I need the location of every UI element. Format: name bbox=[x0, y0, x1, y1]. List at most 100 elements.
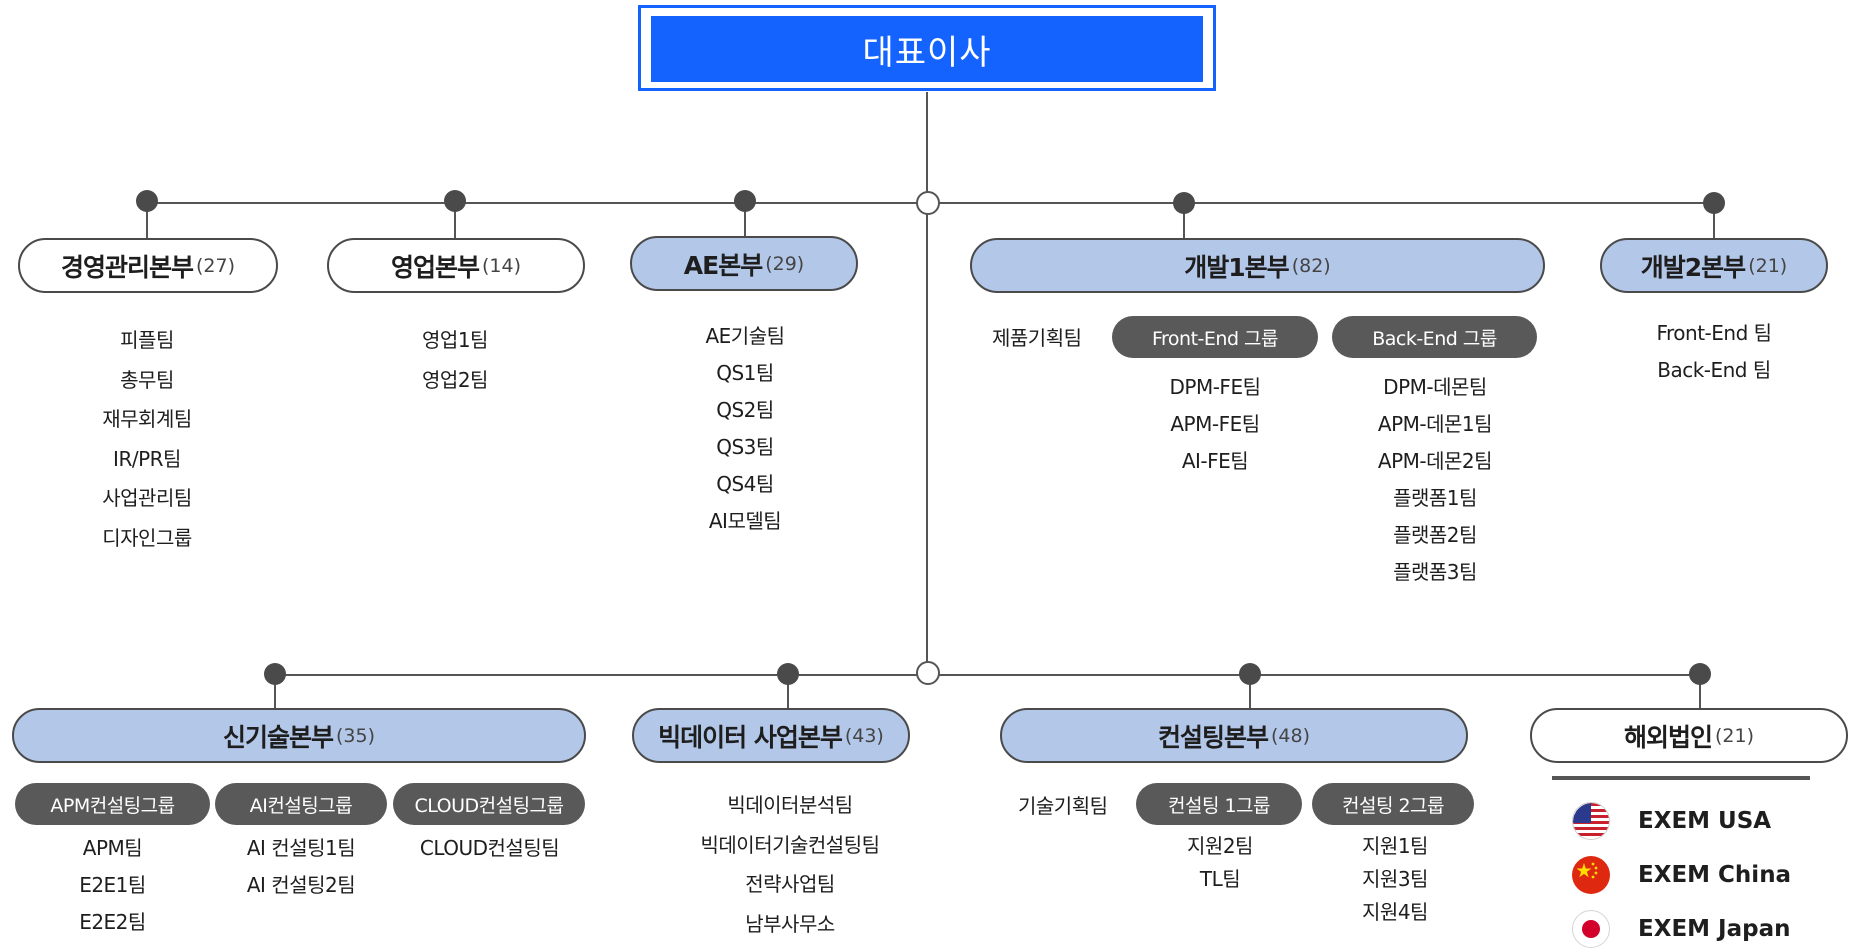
overseas-entity-usa: EXEM USA bbox=[1572, 802, 1771, 840]
list-item: APM-FE팀 bbox=[1170, 412, 1260, 436]
consulting-group-2: 컨설팅 2그룹 bbox=[1312, 783, 1474, 825]
list-item: DPM-데몬팀 bbox=[1383, 375, 1487, 399]
division-count: (21) bbox=[1715, 724, 1755, 747]
node-dot bbox=[1703, 192, 1725, 214]
node-dot bbox=[444, 190, 466, 212]
division-count: (29) bbox=[765, 252, 805, 275]
list-item: AE기술팀 bbox=[705, 324, 785, 348]
list-item: TL팀 bbox=[1199, 867, 1241, 891]
list-item: QS3팀 bbox=[716, 435, 774, 459]
node-dot bbox=[1173, 192, 1195, 214]
ae-team-list: AE기술팀 QS1팀 QS2팀 QS3팀 QS4팀 AI모델팀 bbox=[670, 318, 820, 540]
junction-circle bbox=[916, 191, 940, 215]
list-item: IR/PR팀 bbox=[113, 446, 181, 471]
division-name: 영업본부 bbox=[390, 252, 480, 282]
list-item: APM-데몬2팀 bbox=[1377, 449, 1493, 473]
list-item: AI모델팀 bbox=[708, 509, 782, 533]
list-item: 빅데이터기술컨설팅팀 bbox=[700, 832, 881, 857]
division-sales: 영업본부 (14) bbox=[327, 238, 585, 293]
newtech-apm-group: APM컨설팅그룹 bbox=[15, 783, 210, 825]
dev1-backend-team-list: DPM-데몬팀 APM-데몬1팀 APM-데몬2팀 플랫폼1팀 플랫폼2팀 플랫… bbox=[1345, 369, 1525, 591]
bigdata-team-list: 빅데이터분석팀 빅데이터기술컨설팅팀 전략사업팀 남부사무소 bbox=[665, 786, 915, 944]
japan-flag-icon bbox=[1572, 910, 1610, 948]
list-item: 영업2팀 bbox=[422, 367, 488, 392]
division-count: (82) bbox=[1291, 254, 1331, 277]
ceo-box: 대표이사 bbox=[651, 16, 1203, 82]
division-count: (21) bbox=[1748, 254, 1788, 277]
list-item: Back-End 팀 bbox=[1657, 358, 1771, 382]
overseas-divider bbox=[1552, 776, 1810, 780]
division-count: (14) bbox=[482, 254, 522, 277]
newtech-ai-group: AI컨설팅그룹 bbox=[215, 783, 387, 825]
node-dot bbox=[264, 663, 286, 685]
list-item: 디자인그룹 bbox=[102, 525, 192, 550]
list-item: CLOUD컨설팅팀 bbox=[419, 836, 560, 860]
division-name: 개발1본부 bbox=[1184, 252, 1289, 282]
node-dot bbox=[1239, 663, 1261, 685]
list-item: Front-End 팀 bbox=[1656, 321, 1772, 345]
list-item: AI-FE팀 bbox=[1181, 449, 1249, 473]
division-dev2: 개발2본부 (21) bbox=[1600, 238, 1828, 293]
overseas-entity-japan: EXEM Japan bbox=[1572, 910, 1791, 948]
junction-circle bbox=[916, 661, 940, 685]
dev1-frontend-team-list: DPM-FE팀 APM-FE팀 AI-FE팀 bbox=[1135, 369, 1295, 480]
list-item: QS1팀 bbox=[716, 361, 774, 385]
list-item: 플랫폼2팀 bbox=[1393, 523, 1477, 547]
list-item: APM-데몬1팀 bbox=[1377, 412, 1493, 436]
list-item: 피플팀 bbox=[120, 328, 174, 352]
list-item: DPM-FE팀 bbox=[1169, 375, 1261, 399]
list-item: 지원1팀 bbox=[1362, 834, 1428, 858]
division-new-tech: 신기술본부 (35) bbox=[12, 708, 586, 763]
list-item: 지원3팀 bbox=[1362, 867, 1428, 891]
list-item: E2E1팀 bbox=[79, 873, 146, 897]
newtech-cloud-group: CLOUD컨설팅그룹 bbox=[393, 783, 585, 825]
division-name: 개발2본부 bbox=[1640, 252, 1746, 282]
sales-team-list: 영업1팀 영업2팀 bbox=[395, 321, 515, 400]
division-count: (27) bbox=[196, 254, 236, 277]
division-overseas: 해외법인 (21) bbox=[1530, 708, 1848, 763]
newtech-cloud-team-list: CLOUD컨설팅팀 bbox=[402, 830, 577, 867]
division-count: (35) bbox=[336, 724, 376, 747]
entity-name: EXEM Japan bbox=[1638, 916, 1791, 942]
division-name: 해외법인 bbox=[1623, 722, 1713, 752]
division-name: 빅데이터 사업본부 bbox=[658, 722, 843, 752]
list-item: 지원2팀 bbox=[1187, 834, 1253, 858]
list-item: 지원4팀 bbox=[1362, 900, 1428, 924]
division-name: AE본부 bbox=[683, 250, 763, 280]
list-item: APM팀 bbox=[82, 836, 143, 860]
china-flag-icon bbox=[1572, 856, 1610, 894]
list-item: 빅데이터분석팀 bbox=[727, 793, 853, 817]
list-item: AI 컨설팅2팀 bbox=[246, 873, 356, 897]
division-name: 경영관리본부 bbox=[60, 252, 194, 282]
consulting-group-1-team-list: 지원2팀 TL팀 bbox=[1160, 830, 1280, 896]
dev1-backend-group: Back-End 그룹 bbox=[1332, 316, 1537, 358]
division-management: 경영관리본부 (27) bbox=[18, 238, 278, 293]
list-item: 재무회계팀 bbox=[102, 407, 192, 431]
dev2-team-list: Front-End 팀 Back-End 팀 bbox=[1634, 315, 1794, 389]
node-dot bbox=[136, 190, 158, 212]
overseas-entity-china: EXEM China bbox=[1572, 856, 1791, 894]
division-bigdata: 빅데이터 사업본부 (43) bbox=[632, 708, 910, 763]
us-flag-icon bbox=[1572, 802, 1610, 840]
list-item: 플랫폼3팀 bbox=[1393, 560, 1477, 584]
dev1-frontend-group: Front-End 그룹 bbox=[1112, 316, 1318, 358]
list-item: 전략사업팀 bbox=[745, 872, 835, 896]
list-item: E2E2팀 bbox=[79, 910, 146, 934]
division-name: 신기술본부 bbox=[222, 722, 334, 752]
node-dot bbox=[1689, 663, 1711, 685]
division-count: (48) bbox=[1271, 724, 1311, 747]
list-item: QS2팀 bbox=[716, 398, 774, 422]
node-dot bbox=[777, 663, 799, 685]
node-dot bbox=[734, 190, 756, 212]
division-name: 컨설팅본부 bbox=[1157, 722, 1269, 752]
list-item: AI 컨설팅1팀 bbox=[246, 836, 356, 860]
consulting-group-2-team-list: 지원1팀 지원3팀 지원4팀 bbox=[1335, 830, 1455, 929]
newtech-apm-team-list: APM팀 E2E1팀 E2E2팀 bbox=[50, 830, 175, 941]
list-item: 영업1팀 bbox=[422, 328, 488, 352]
division-consulting: 컨설팅본부 (48) bbox=[1000, 708, 1468, 763]
dev1-planning-team: 제품기획팀 bbox=[992, 326, 1082, 350]
consulting-planning-team: 기술기획팀 bbox=[1018, 794, 1108, 818]
consulting-group-1: 컨설팅 1그룹 bbox=[1136, 783, 1302, 825]
list-item: 총무팀 bbox=[120, 367, 174, 392]
